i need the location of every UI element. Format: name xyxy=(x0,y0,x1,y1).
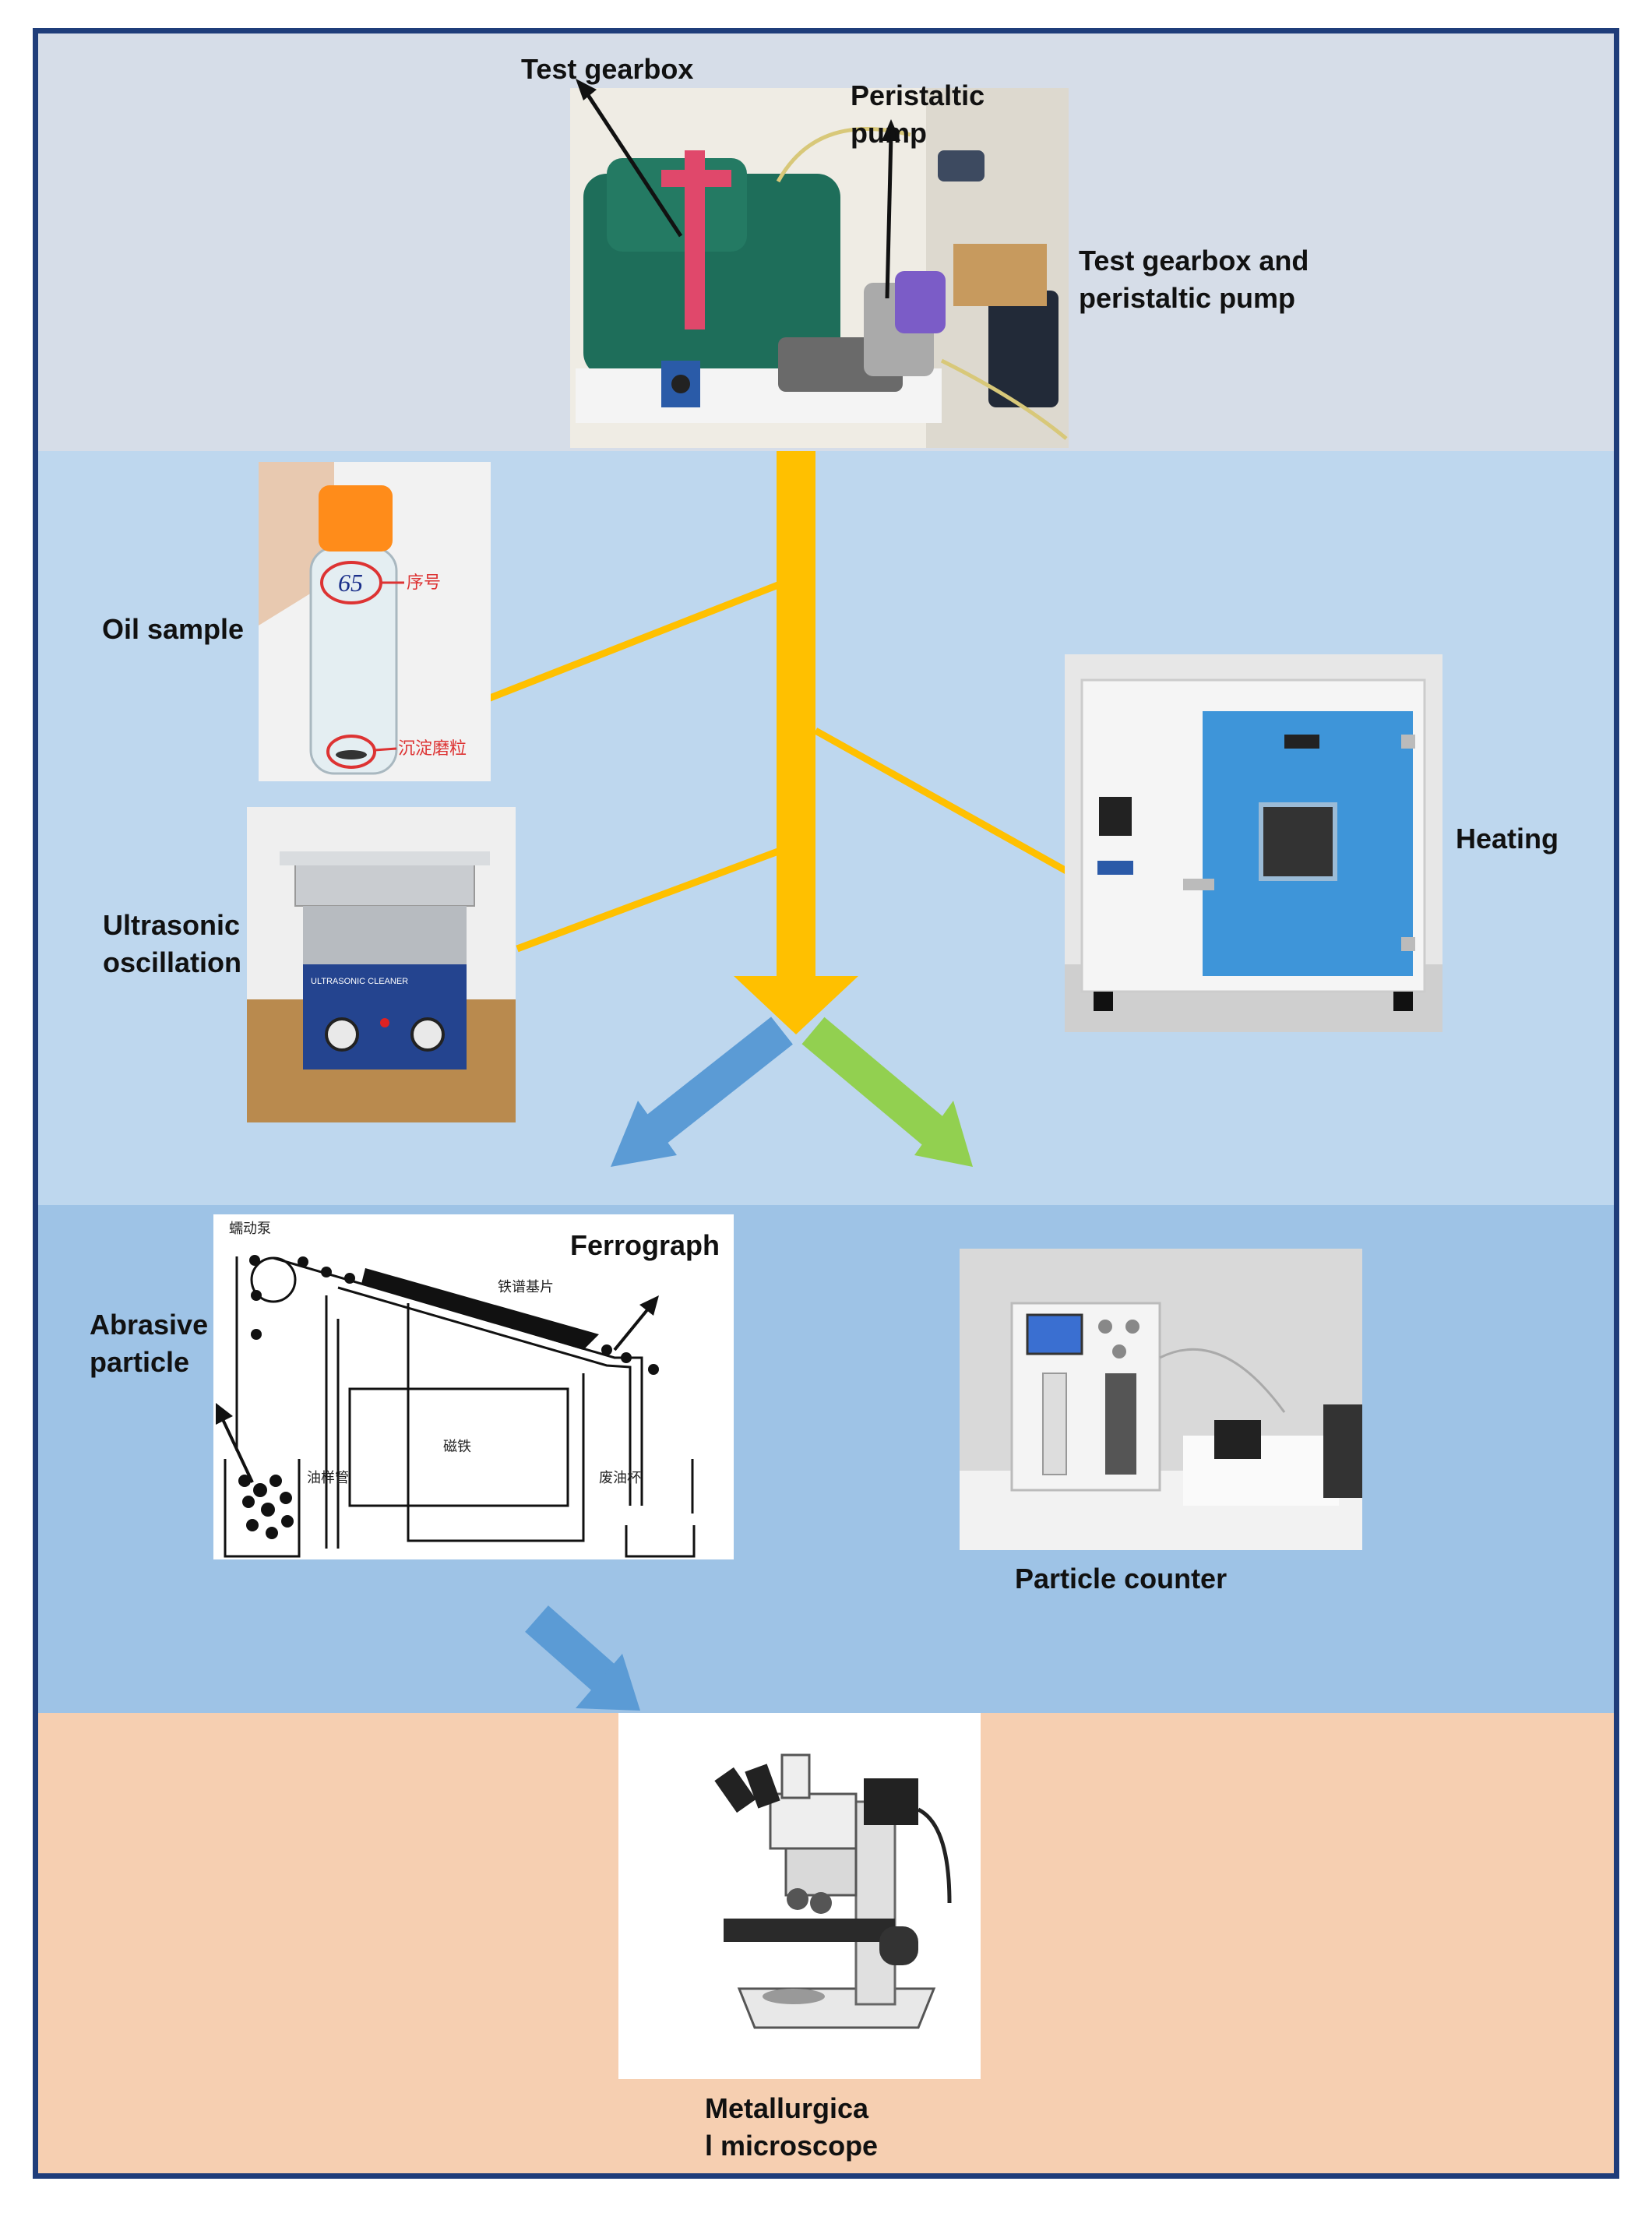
ferrograph-left-tank-label: 油样管 xyxy=(307,1470,349,1485)
heating-oven-photo xyxy=(1065,654,1442,1032)
green-arrow-to-counter-shaft xyxy=(801,1017,946,1146)
ferrograph-slide-label: 铁谱基片 xyxy=(498,1279,554,1295)
label-peristaltic-pump: Peristaltic pump xyxy=(851,79,985,149)
ultrasonic-photo: ULTRASONIC CLEANER xyxy=(247,807,516,1122)
label-ultrasonic-oscillation: Ultrasonic oscillation xyxy=(103,909,242,978)
tube-tag-sediment: 沉淀磨粒 xyxy=(398,738,467,758)
main-flow-arrowhead xyxy=(734,976,858,1034)
label-test-gearbox: Test gearbox xyxy=(521,53,694,85)
particle-counter-photo xyxy=(960,1249,1362,1550)
ultrasonic-panel-text: ULTRASONIC CLEANER xyxy=(311,977,408,986)
ferrograph-pump-label: 蠕动泵 xyxy=(229,1221,271,1236)
gearbox-callout-line xyxy=(581,86,683,238)
blue-arrow-to-microscope-head xyxy=(576,1654,640,1711)
label-oil-sample: Oil sample xyxy=(102,613,245,645)
blue-arrow-to-ferrograph-shaft xyxy=(643,1017,793,1146)
main-flow-arrow-shaft xyxy=(777,451,815,977)
branch-line-heating xyxy=(813,728,1069,874)
oil-sample-photo: 65 序号 沉淀磨粒 xyxy=(259,462,491,781)
label-abrasive-particle: Abrasive particle xyxy=(90,1309,209,1378)
label-metallurgical-microscope: Metallurgica l microscope xyxy=(705,2092,879,2162)
diagram-graphics: 65 序号 沉淀磨粒 ULTRASONIC CLEANER xyxy=(213,79,1442,2079)
diagram-frame: 65 序号 沉淀磨粒 ULTRASONIC CLEANER xyxy=(33,28,1619,2179)
branch-line-ultrasonic xyxy=(516,847,780,953)
label-heating: Heating xyxy=(1456,823,1559,855)
ferrograph-magnet-label: 磁铁 xyxy=(443,1439,471,1454)
label-gearbox-and-pump: Test gearbox and peristaltic pump xyxy=(1079,245,1309,314)
gearbox-photo xyxy=(570,88,1069,448)
pump-callout-arrowhead xyxy=(882,119,900,141)
green-arrow-to-counter-head xyxy=(914,1101,973,1167)
label-particle-counter: Particle counter xyxy=(1015,1563,1228,1595)
label-ferrograph: Ferrograph xyxy=(570,1229,720,1261)
ferrograph-right-tank-label: 废油杯 xyxy=(599,1470,641,1485)
microscope-photo xyxy=(618,1713,981,2079)
pump-callout-line xyxy=(885,134,893,299)
tube-number: 65 xyxy=(338,569,363,597)
gearbox-callout-arrowhead xyxy=(576,79,597,100)
tube-tag-number: 序号 xyxy=(407,573,441,592)
branch-line-oil-sample xyxy=(484,581,780,703)
blue-arrow-to-ferrograph-head xyxy=(611,1101,677,1167)
ferrograph-diagram: 蠕动泵 铁谱基片 磁铁 油样管 废油杯 xyxy=(213,1214,734,1559)
blue-arrow-to-microscope-shaft xyxy=(525,1605,615,1690)
